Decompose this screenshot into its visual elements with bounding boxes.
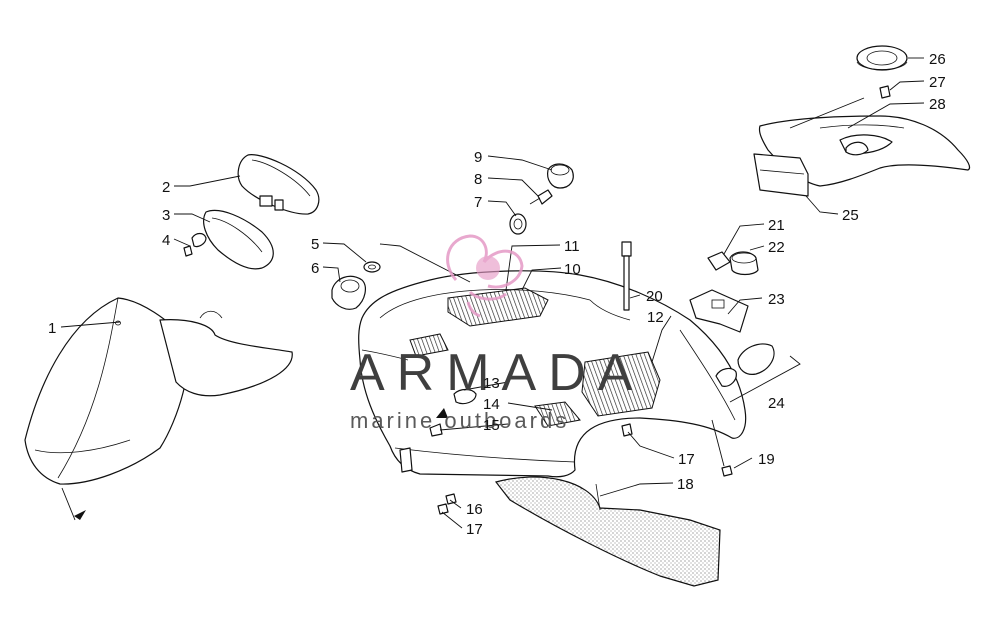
callout-4: 4: [162, 232, 170, 249]
part-bracket-23: [689, 289, 749, 333]
part-pad-15: [429, 423, 443, 437]
callout-24: 24: [768, 395, 785, 412]
callout-20: 20: [646, 288, 663, 305]
part-screw-17a: [437, 503, 449, 515]
part-gauge-bracket: [191, 209, 274, 270]
callout-8: 8: [474, 171, 482, 188]
arrow-icon: [74, 510, 86, 520]
callout-5: 5: [311, 236, 319, 253]
part-foam-18: [494, 476, 721, 587]
part-latch-21: [707, 251, 731, 271]
part-switch-6: [331, 275, 366, 310]
part-pad-13: [453, 388, 477, 405]
callout-labels: 1 2 3 4 5 6 7 8 9 10 11 12 13 14 15 16 1…: [48, 51, 946, 538]
callout-26: 26: [929, 51, 946, 68]
callout-16: 16: [466, 501, 483, 518]
part-screw-17b: [621, 423, 633, 437]
callout-14: 14: [483, 396, 500, 413]
part-cap-9: [547, 163, 574, 189]
callout-27: 27: [929, 74, 946, 91]
callout-19: 19: [758, 451, 775, 468]
part-ring-26: [856, 45, 908, 71]
part-hood: [358, 270, 747, 478]
callout-21: 21: [768, 217, 785, 234]
part-gauge: [237, 154, 320, 215]
watermark-subtitle: marine outboards: [350, 408, 569, 433]
part-screw-19: [711, 419, 733, 477]
callout-1: 1: [48, 320, 56, 337]
part-bolt-20: [621, 241, 632, 311]
part-lens-25: [753, 153, 809, 197]
part-screw-4: [183, 245, 193, 257]
callout-25: 25: [842, 207, 859, 224]
part-windshield: [24, 297, 293, 521]
callout-17-lower: 17: [466, 521, 483, 538]
callout-9: 9: [474, 149, 482, 166]
part-grille: [409, 333, 449, 357]
watermark: ARMADA marine outboards: [350, 234, 644, 433]
callout-10: 10: [564, 261, 581, 278]
part-grommet-7: [509, 213, 527, 235]
callout-18: 18: [677, 476, 694, 493]
part-nut-5: [363, 261, 381, 273]
part-plug-22: [729, 251, 759, 276]
part-screw-27: [879, 85, 891, 99]
part-panel-12: [581, 351, 661, 417]
arrow-icon: [436, 408, 448, 418]
callout-3: 3: [162, 207, 170, 224]
callout-28: 28: [929, 96, 946, 113]
callout-15: 15: [483, 417, 500, 434]
callout-2: 2: [162, 179, 170, 196]
part-console-28: [758, 115, 971, 187]
callout-22: 22: [768, 239, 785, 256]
part-screw-16: [445, 493, 457, 505]
callout-12: 12: [647, 309, 664, 326]
callout-11: 11: [564, 238, 580, 255]
part-connector-24: [715, 343, 801, 403]
logo-icon: [446, 234, 524, 318]
leader-lines: [60, 57, 925, 529]
callout-13: 13: [483, 375, 500, 392]
watermark-title: ARMADA: [350, 344, 644, 402]
part-pad-14: [534, 401, 581, 427]
callout-23: 23: [768, 291, 785, 308]
callout-6: 6: [311, 260, 319, 277]
callout-7: 7: [474, 194, 482, 211]
callout-17-right: 17: [678, 451, 695, 468]
part-decal-10: [447, 287, 549, 327]
part-screw-8: [529, 189, 553, 205]
